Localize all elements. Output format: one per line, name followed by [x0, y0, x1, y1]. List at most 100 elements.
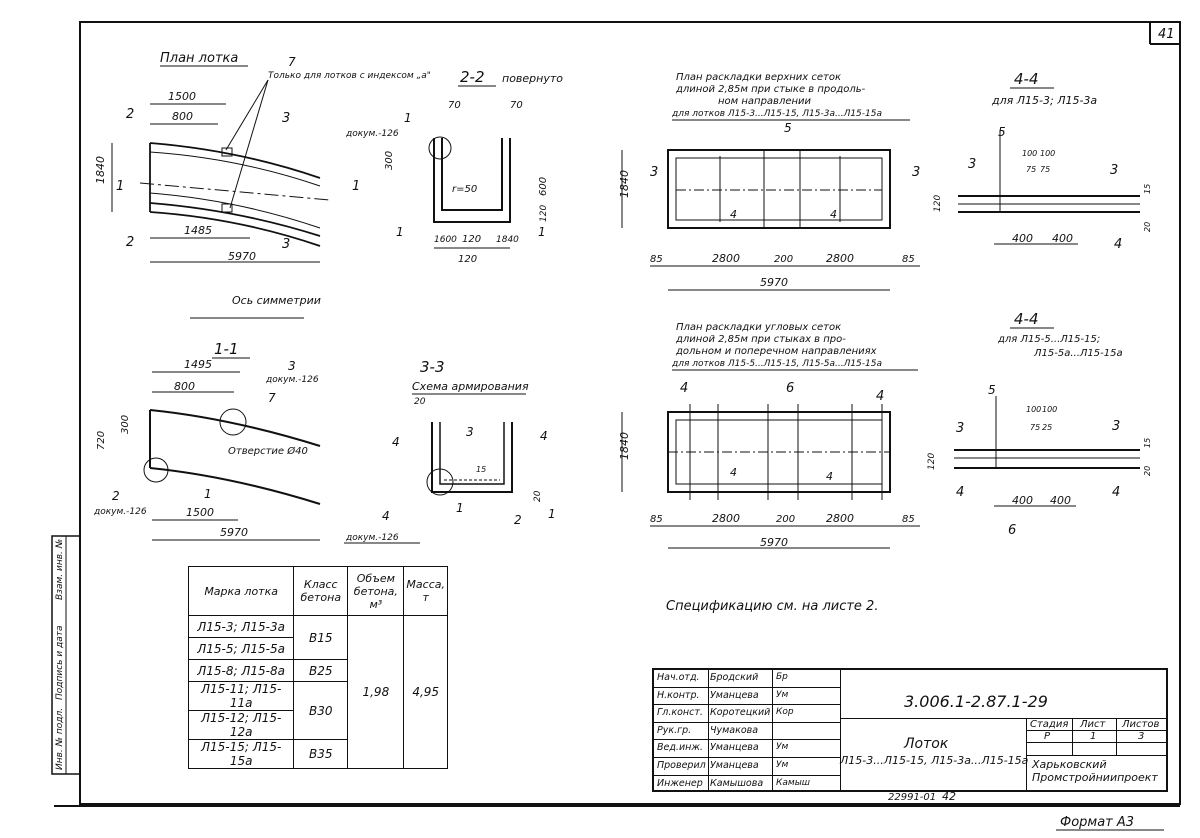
- document-subtitle: Л15-3...Л15-15, Л15-3а...Л15-15а: [840, 754, 1029, 767]
- svg-text:1840: 1840: [94, 156, 107, 184]
- svg-text:2800: 2800: [712, 252, 740, 265]
- svg-text:4: 4: [730, 208, 737, 221]
- plan-dimensions: [111, 103, 320, 263]
- svg-text:6: 6: [786, 381, 794, 396]
- section-4-4-a-title: 4-4: [1014, 70, 1039, 88]
- svg-text:4: 4: [1112, 485, 1120, 500]
- plan-note: Только для лотков с индексом „а": [268, 71, 431, 81]
- format-label: Формат А3: [1060, 815, 1134, 830]
- svg-text:85: 85: [902, 514, 915, 525]
- svg-text:1: 1: [204, 487, 212, 501]
- svg-text:1840: 1840: [618, 170, 631, 198]
- svg-text:120: 120: [539, 205, 549, 222]
- spec-note: Спецификацию см. на листе 2.: [666, 599, 878, 614]
- svg-text:1: 1: [404, 111, 412, 125]
- svg-text:85: 85: [650, 514, 663, 525]
- svg-text:75: 75: [1040, 165, 1050, 174]
- svg-text:Ось симметрии: Ось симметрии: [232, 294, 321, 307]
- svg-text:120: 120: [462, 234, 481, 245]
- svg-text:План раскладки угловых сеток: План раскладки угловых сеток: [676, 322, 841, 333]
- svg-text:2: 2: [126, 235, 134, 250]
- svg-text:3: 3: [1110, 163, 1118, 178]
- svg-text:15: 15: [476, 465, 486, 474]
- svg-text:3: 3: [282, 237, 290, 252]
- svg-text:4: 4: [392, 435, 400, 449]
- svg-text:Отверстие Ø40: Отверстие Ø40: [228, 445, 308, 457]
- svg-text:2800: 2800: [712, 512, 740, 525]
- svg-text:4: 4: [876, 389, 884, 404]
- bottom-page: 42: [942, 790, 956, 803]
- document-number: 3.006.1-2.87.1-29: [904, 692, 1048, 711]
- svg-text:75: 75: [1026, 165, 1036, 174]
- svg-text:2: 2: [112, 489, 120, 503]
- svg-text:4: 4: [730, 466, 737, 479]
- svg-text:5970: 5970: [220, 526, 248, 539]
- svg-text:15: 15: [1143, 184, 1152, 194]
- bottom-number: 22991-01: [888, 792, 936, 803]
- drawing-frame: [79, 21, 1181, 805]
- svg-text:3: 3: [968, 157, 976, 172]
- svg-text:1840: 1840: [496, 235, 519, 245]
- svg-text:длиной 2,85м при стыках в про-: длиной 2,85м при стыках в про-: [675, 334, 846, 345]
- svg-text:ном направлении: ном направлении: [718, 96, 812, 107]
- svg-text:для лотков Л15-3...Л15-15, Л15: для лотков Л15-3...Л15-15, Л15-3а...Л15-…: [671, 109, 882, 119]
- col-header-mass: Масса, т: [403, 566, 448, 616]
- svg-text:3: 3: [912, 165, 920, 180]
- svg-text:5970: 5970: [228, 250, 256, 263]
- svg-text:повернуто: повернуто: [502, 72, 563, 85]
- svg-text:3: 3: [650, 165, 658, 180]
- plan-view: [139, 79, 331, 247]
- svg-text:100: 100: [1022, 149, 1037, 158]
- svg-text:докум.-126: докум.-126: [345, 129, 399, 139]
- svg-text:1485: 1485: [184, 224, 212, 237]
- svg-text:120: 120: [458, 254, 477, 265]
- corner-mesh-plan: [667, 404, 891, 500]
- section-4-4-b-drawing: [954, 396, 1140, 469]
- svg-text:400: 400: [1050, 494, 1071, 507]
- svg-text:2800: 2800: [826, 252, 854, 265]
- svg-text:300: 300: [384, 151, 395, 170]
- svg-text:400: 400: [1052, 232, 1073, 245]
- table-row: Л15-3; Л15-3а В15 1,98 4,95: [187, 615, 448, 769]
- svg-text:1500: 1500: [186, 506, 214, 519]
- svg-text:для Л15-5...Л15-15;: для Л15-5...Л15-15;: [997, 334, 1100, 345]
- svg-text:20: 20: [1143, 466, 1152, 476]
- svg-text:3: 3: [466, 425, 474, 439]
- svg-text:800: 800: [174, 380, 195, 393]
- document-title: Лоток: [904, 736, 949, 752]
- svg-text:1840: 1840: [618, 432, 631, 460]
- svg-text:70: 70: [448, 100, 461, 111]
- svg-text:100: 100: [1026, 405, 1041, 414]
- svg-text:План раскладки верхних сеток: План раскладки верхних сеток: [676, 72, 841, 83]
- svg-text:Л15-5а...Л15-15а: Л15-5а...Л15-15а: [1033, 348, 1123, 359]
- svg-text:докум.-126: докум.-126: [265, 375, 319, 385]
- svg-text:3: 3: [956, 421, 964, 436]
- svg-text:дольном и поперечном направлен: дольном и поперечном направлениях: [675, 346, 877, 357]
- svg-text:25: 25: [1042, 423, 1052, 432]
- svg-text:5970: 5970: [760, 536, 788, 549]
- side-label-sign: Подпись и дата: [55, 625, 65, 700]
- side-label-inv: Инв. № подл.: [55, 708, 65, 770]
- section-1-1-drawing: [143, 408, 321, 505]
- svg-text:1: 1: [116, 179, 124, 194]
- svg-text:для Л15-3; Л15-3а: для Л15-3; Л15-3а: [991, 94, 1097, 107]
- svg-text:720: 720: [96, 431, 107, 450]
- svg-text:1: 1: [352, 179, 360, 194]
- section-2-2-drawing: [428, 136, 511, 223]
- svg-text:6: 6: [1008, 523, 1016, 538]
- svg-text:120: 120: [933, 195, 943, 212]
- svg-text:20: 20: [533, 490, 543, 502]
- svg-text:5: 5: [998, 125, 1006, 139]
- section-4-4-a-drawing: [958, 130, 1140, 213]
- svg-text:Схема армирования: Схема армирования: [412, 380, 529, 393]
- svg-text:1495: 1495: [184, 358, 212, 371]
- svg-text:800: 800: [172, 110, 193, 123]
- svg-text:300: 300: [120, 415, 131, 434]
